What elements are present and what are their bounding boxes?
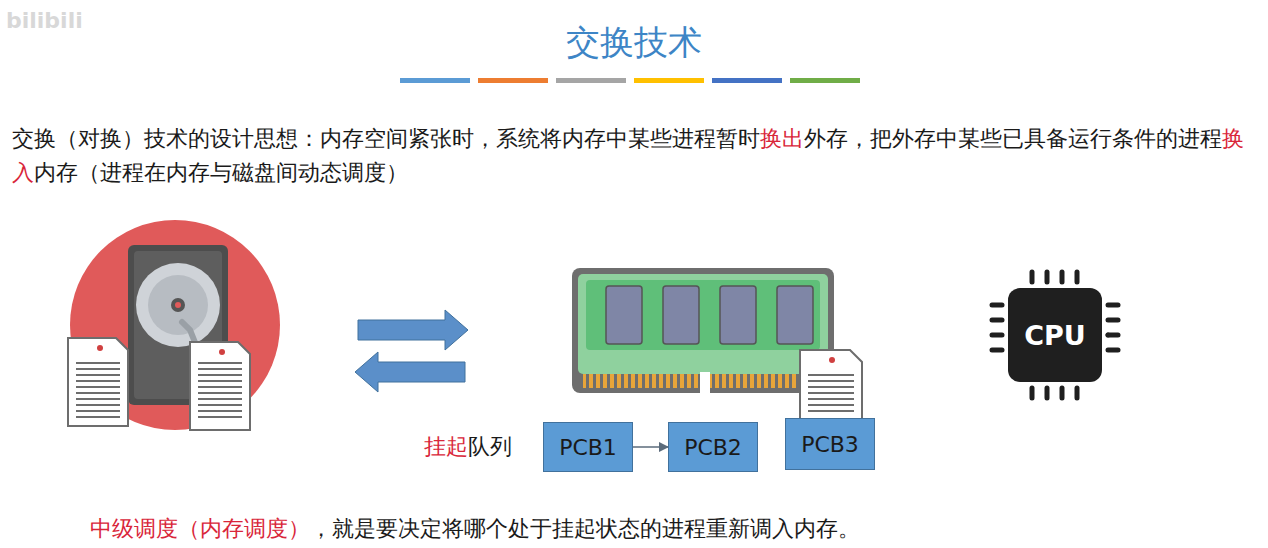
document-icon: [68, 338, 128, 426]
swap-arrow-left: [355, 352, 465, 392]
node-text: PCB3: [801, 432, 859, 457]
node-text: PCB1: [559, 435, 617, 460]
pcb-box: PCB2: [668, 422, 758, 472]
queue-label: 队列: [468, 434, 512, 459]
slide-title: 交换技术: [0, 20, 1268, 66]
body-text: ，就是要决定将哪个处于挂起状态的进程重新调入内存。: [310, 516, 860, 541]
memory-stick: [572, 268, 834, 394]
title-bars: [400, 78, 860, 83]
text-block: 挂起队列: [424, 430, 544, 464]
swap-arrow-right: [358, 310, 468, 350]
node-text: PCB2: [684, 435, 742, 460]
node-text: CPU: [1024, 320, 1086, 351]
document-icon: [190, 342, 250, 430]
pcb-box: PCB1: [543, 422, 633, 472]
watermark: bilibili: [6, 8, 83, 33]
body-text: 交换（对换）技术的设计思想：内存空间紧张时，系统将内存中某些进程暂时: [12, 126, 760, 151]
queue-link: [633, 446, 668, 448]
highlight-text: 换出: [760, 126, 804, 151]
queue-label: 挂起: [424, 434, 468, 459]
cpu-pins: [992, 272, 1118, 398]
disk-icon: [70, 220, 280, 430]
text-block: bilibili: [6, 4, 206, 38]
text-block: 交换（对换）技术的设计思想：内存空间紧张时，系统将内存中某些进程暂时换出外存，把…: [12, 122, 1262, 190]
pcb-box: PCB3: [785, 418, 875, 470]
body-text: 外存，把外存中某些已具备运行条件的进程: [804, 126, 1222, 151]
highlight-text: 中级调度（内存调度）: [90, 516, 310, 541]
body-text: 内存（进程在内存与磁盘间动态调度）: [34, 160, 408, 185]
text-block: 中级调度（内存调度），就是要决定将哪个处于挂起状态的进程重新调入内存。: [90, 512, 1260, 546]
cpu-chip: CPU: [1008, 288, 1102, 382]
